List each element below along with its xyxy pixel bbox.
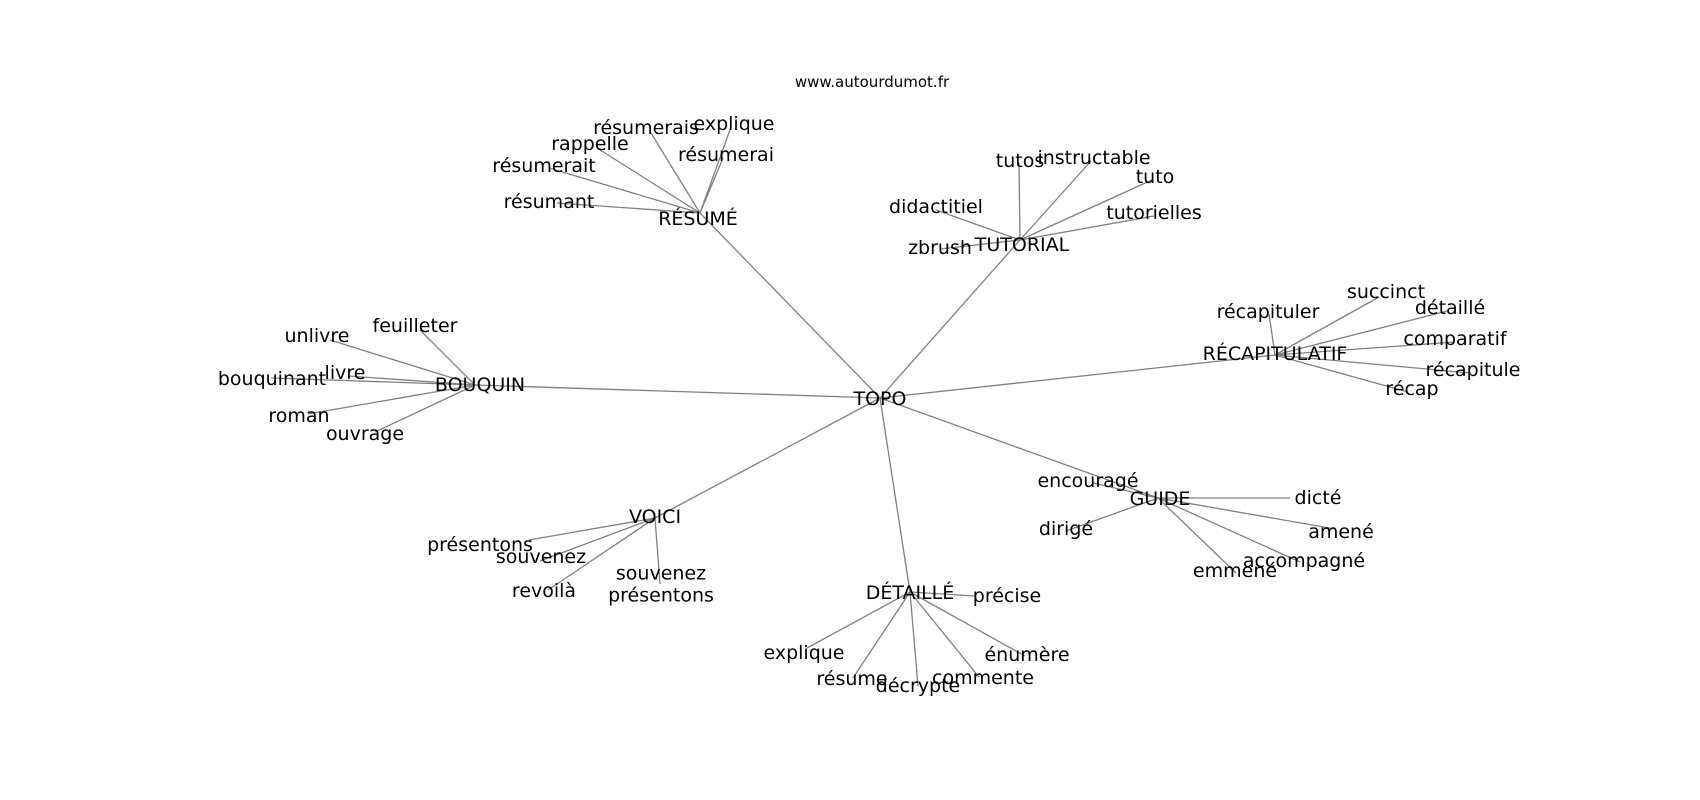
edge-guide-leaf-0 xyxy=(1092,482,1159,499)
node-hub-detaille: DÉTAILLÉ xyxy=(866,581,955,604)
edge-root-resume xyxy=(699,212,881,399)
edge-resume-leaf-0 xyxy=(650,132,701,214)
node-leaf-tutorial-3: didactitiel xyxy=(889,196,983,218)
node-leaf-bouquin-1: unlivre xyxy=(285,325,350,347)
node-leaf-recapitulatif-0: succinct xyxy=(1347,281,1425,303)
node-leaf-detaille-2: énumère xyxy=(984,644,1069,666)
node-leaf-tutorial-0: tutos xyxy=(996,150,1044,172)
site-url: www.autourdumot.fr xyxy=(795,73,950,91)
node-leaf-guide-1: dicté xyxy=(1295,487,1342,509)
edge-root-voici xyxy=(654,397,881,519)
edge-tutorial-leaf-0 xyxy=(1018,162,1021,241)
edge-tutorial-leaf-5 xyxy=(939,239,1021,250)
edge-voici-leaf-0 xyxy=(528,517,656,541)
edge-bouquin-leaf-2 xyxy=(347,375,476,386)
edge-guide-leaf-2 xyxy=(1065,497,1159,532)
edge-voici-leaf-3 xyxy=(654,517,661,585)
edge-resume-leaf-5 xyxy=(556,202,701,214)
node-hub-guide: GUIDE xyxy=(1130,488,1191,510)
node-leaf-bouquin-4: roman xyxy=(268,405,329,427)
node-leaf-recapitulatif-5: récap xyxy=(1385,378,1438,400)
node-leaf-tutorial-1: instructable xyxy=(1037,147,1150,169)
node-leaf-guide-3: amené xyxy=(1308,521,1374,543)
edge-detaille-leaf-2 xyxy=(909,591,1026,657)
edge-tutorial-leaf-2 xyxy=(1019,179,1153,241)
node-leaf-detaille-0: précise xyxy=(973,585,1041,607)
edge-detaille-leaf-0 xyxy=(909,591,976,597)
edge-tutorial-leaf-3 xyxy=(935,209,1021,241)
edge-recapitulatif-leaf-0 xyxy=(1274,296,1380,356)
node-leaf-bouquin-0: feuilleter xyxy=(373,315,458,337)
edge-guide-leaf-3 xyxy=(1157,497,1336,530)
node-leaf-detaille-5: commente xyxy=(932,667,1034,689)
node-leaf-voici-2: revoilà xyxy=(512,580,576,602)
node-hub-voici: VOICI xyxy=(629,506,681,528)
edge-tutorial-leaf-4 xyxy=(1019,215,1155,241)
edge-resume-leaf-1 xyxy=(699,126,732,214)
edge-recapitulatif-leaf-5 xyxy=(1274,354,1409,393)
edge-root-recapitulatif xyxy=(879,354,1276,399)
edge-recapitulatif-leaf-3 xyxy=(1274,341,1456,356)
node-leaf-detaille-3: résume xyxy=(816,668,887,690)
node-leaf-resume-5: résumant xyxy=(504,191,595,213)
edge-recapitulatif-leaf-4 xyxy=(1274,354,1471,374)
node-leaf-detaille-4: décrypte xyxy=(876,675,960,697)
edge-resume-leaf-4 xyxy=(548,167,701,214)
node-leaf-tutorial-2: tuto xyxy=(1136,166,1175,188)
node-leaf-bouquin-3: bouquinant xyxy=(218,368,326,390)
node-leaf-recapitulatif-2: détaillé xyxy=(1415,297,1485,319)
edge-detaille-leaf-4 xyxy=(909,591,919,687)
edge-guide-leaf-5 xyxy=(1157,497,1237,574)
edge-recapitulatif-leaf-1 xyxy=(1268,313,1276,356)
graph-labels: www.autourdumot.fr TOPORÉSUMÉrésumeraise… xyxy=(218,73,1521,697)
node-leaf-voici-0: présentons xyxy=(427,534,533,556)
edge-bouquin-leaf-5 xyxy=(374,384,476,433)
edge-root-tutorial xyxy=(879,239,1021,399)
edge-voici-leaf-1 xyxy=(539,517,656,562)
edge-voici-leaf-2 xyxy=(547,517,656,591)
node-leaf-resume-1: explique xyxy=(693,113,774,135)
node-leaf-bouquin-5: ouvrage xyxy=(326,423,404,445)
edge-root-guide xyxy=(879,397,1159,499)
node-root-topo: TOPO xyxy=(853,388,907,410)
edge-detaille-leaf-3 xyxy=(852,591,911,679)
edge-detaille-leaf-1 xyxy=(806,591,911,649)
node-leaf-resume-2: rappelle xyxy=(551,133,629,155)
edge-recapitulatif-leaf-2 xyxy=(1274,310,1448,356)
edge-root-detaille xyxy=(879,397,911,593)
node-leaf-recapitulatif-3: comparatif xyxy=(1403,328,1507,350)
node-leaf-voici-1: souvenez xyxy=(496,546,586,568)
node-leaf-bouquin-2: livre xyxy=(325,362,366,384)
edge-root-bouquin xyxy=(474,384,881,399)
node-hub-resume: RÉSUMÉ xyxy=(658,207,738,230)
edge-bouquin-leaf-0 xyxy=(419,329,476,386)
node-hub-bouquin: BOUQUIN xyxy=(435,374,525,396)
edge-tutorial-leaf-1 xyxy=(1019,160,1092,241)
node-leaf-tutorial-5: zbrush xyxy=(908,237,972,259)
node-leaf-resume-4: résumerait xyxy=(492,155,595,177)
node-leaf-resume-0: résumerais xyxy=(593,117,699,139)
edge-resume-leaf-3 xyxy=(699,157,724,214)
node-leaf-tutorial-4: tutorielles xyxy=(1106,202,1202,224)
node-leaf-guide-4: accompagné xyxy=(1243,550,1365,572)
edge-detaille-leaf-5 xyxy=(909,591,980,678)
node-leaf-guide-0: encouragé xyxy=(1037,470,1138,492)
edge-resume-leaf-2 xyxy=(596,147,701,214)
node-leaf-detaille-1: explique xyxy=(763,642,844,664)
edge-bouquin-leaf-4 xyxy=(307,384,476,415)
graph-edges xyxy=(270,126,1471,687)
node-leaf-resume-3: résumerai xyxy=(678,144,774,166)
edge-bouquin-leaf-3 xyxy=(270,377,476,386)
node-leaf-recapitulatif-1: récapituler xyxy=(1217,301,1320,323)
node-hub-recapitulatif: RÉCAPITULATIF xyxy=(1203,342,1348,365)
node-leaf-recapitulatif-4: récapitule xyxy=(1426,359,1521,381)
node-leaf-guide-5: emmené xyxy=(1193,560,1277,582)
node-hub-tutorial: TUTORIAL xyxy=(974,234,1070,256)
edge-guide-leaf-4 xyxy=(1157,497,1301,563)
edge-bouquin-leaf-1 xyxy=(329,339,476,386)
node-leaf-guide-2: dirigé xyxy=(1039,518,1093,540)
